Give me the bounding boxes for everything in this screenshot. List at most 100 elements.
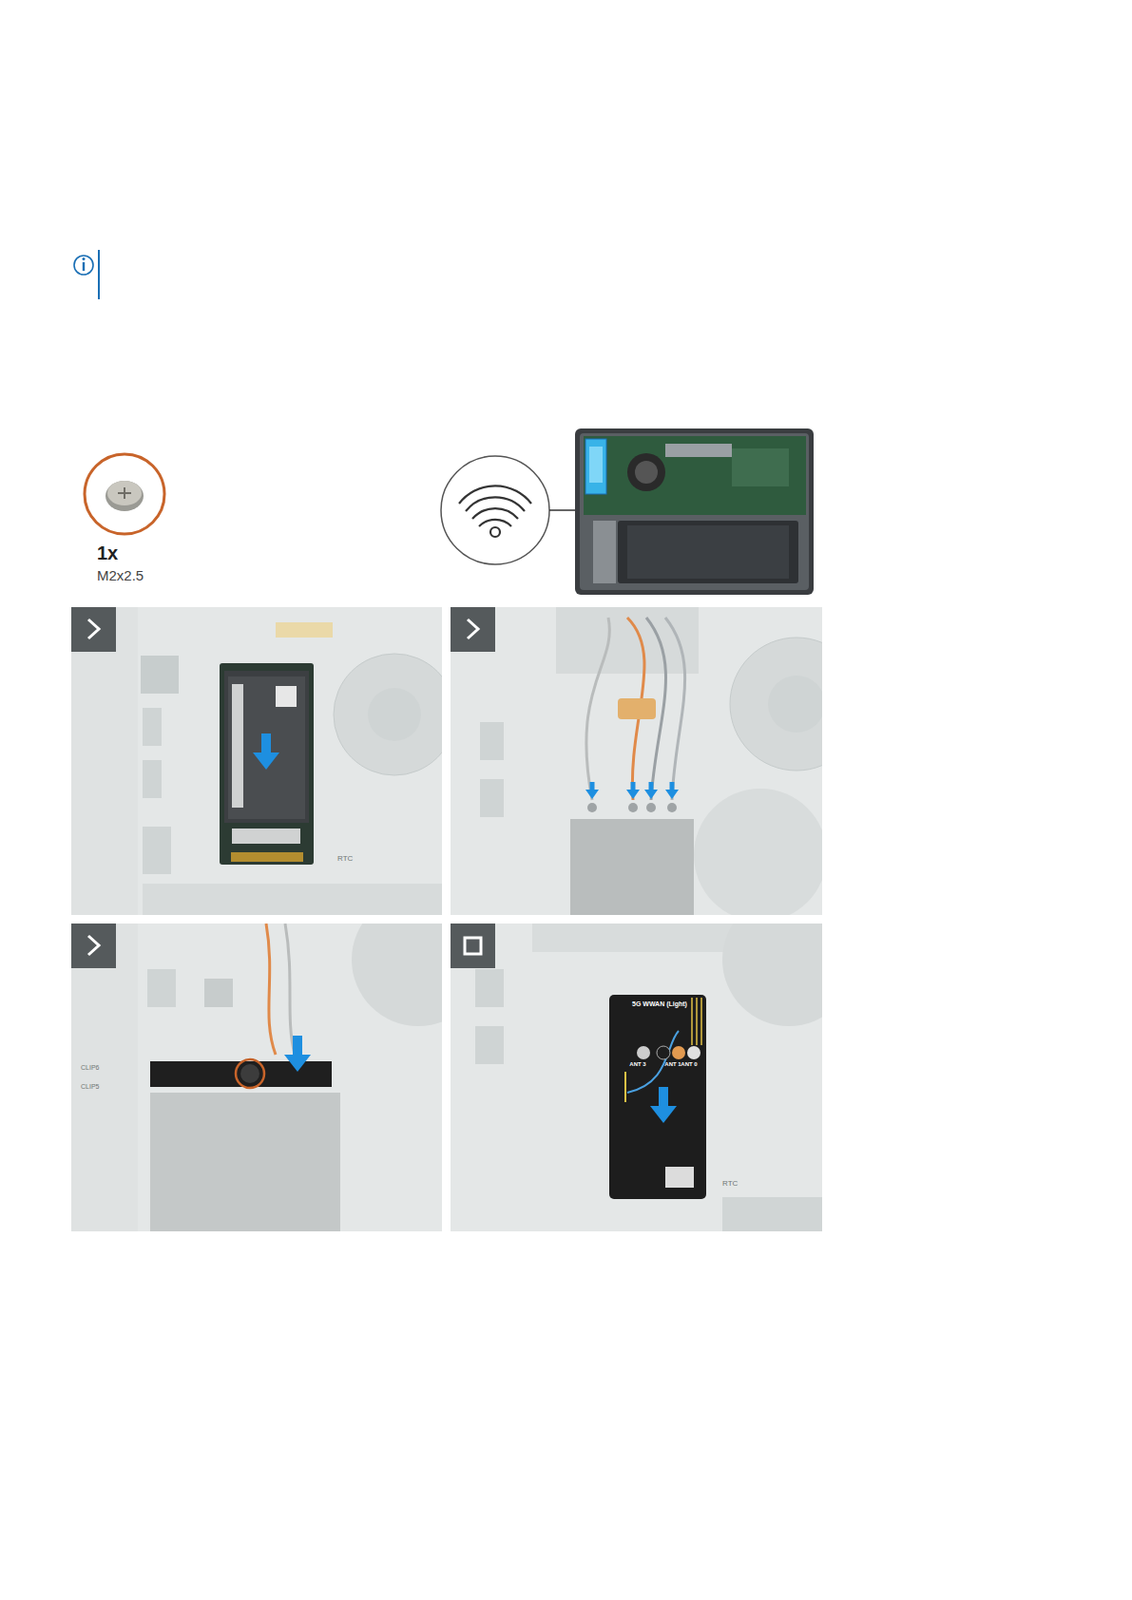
drawing-part — [333, 653, 442, 776]
drawing-part — [450, 923, 496, 969]
drawing-part — [464, 938, 481, 955]
drawing-part — [617, 698, 656, 720]
drawing-part — [88, 619, 99, 639]
drawing-part — [266, 923, 276, 1056]
drawing-part — [204, 978, 233, 1008]
drawing-part — [570, 819, 694, 916]
drawing-part — [105, 480, 144, 512]
drawing-part — [231, 828, 301, 845]
drawing-part — [693, 788, 823, 916]
drawing-part — [275, 622, 333, 638]
drawing-part — [142, 883, 442, 916]
step-panel — [450, 607, 823, 916]
drawing-part — [107, 480, 142, 506]
drawing-part — [646, 803, 656, 813]
drawing-part — [117, 487, 132, 499]
drawing-part — [589, 446, 603, 483]
board-label: RTC — [722, 1180, 738, 1190]
drawing-part — [228, 676, 306, 820]
step-panel — [71, 607, 442, 916]
card-label: 5G WWAN (Light) — [632, 1000, 688, 1009]
drawing-part — [71, 923, 116, 969]
drawing-part — [472, 508, 519, 519]
drawing-part — [351, 923, 442, 1027]
drawing-part — [71, 607, 116, 653]
drawing-part — [656, 1046, 671, 1060]
screw-icon — [84, 454, 165, 535]
drawing-part — [71, 923, 138, 1232]
laptop-base — [575, 428, 814, 595]
drawing-part — [71, 607, 138, 916]
step-panel — [71, 923, 442, 1232]
antenna-label: ANT 1 — [664, 1061, 682, 1069]
drawing-part — [82, 257, 86, 261]
drawing-part — [586, 617, 610, 801]
screw-size: M2x2.5 — [96, 568, 144, 585]
drawing-part — [583, 436, 806, 516]
note-icon — [74, 249, 99, 300]
drawing-part — [627, 525, 789, 579]
drawing-part — [628, 803, 638, 813]
drawing-part — [767, 675, 823, 733]
drawing-part — [575, 428, 814, 595]
drawing-part — [490, 527, 500, 538]
drawing-part — [74, 255, 94, 275]
drawing-part — [691, 997, 702, 1046]
drawing-part — [617, 520, 799, 584]
drawing-part — [479, 722, 504, 761]
drawing-part — [367, 688, 422, 742]
drawing-part — [579, 433, 809, 591]
board-label: CLIP6 — [80, 1064, 99, 1073]
drawing-part — [475, 1026, 504, 1065]
quantity: 1x — [96, 542, 118, 564]
board-label: RTC — [337, 855, 353, 864]
drawing-part — [142, 826, 172, 875]
drawing-part — [665, 782, 679, 800]
drawing-part — [722, 1197, 823, 1232]
antenna-label: ANT 3 — [629, 1061, 647, 1069]
drawing-part — [636, 1046, 651, 1060]
drawing-part — [624, 1072, 627, 1103]
drawing-part — [142, 708, 162, 747]
drawing-part — [142, 760, 162, 799]
drawing-part — [467, 619, 479, 639]
drawing-part — [224, 671, 309, 824]
drawing-part — [627, 453, 666, 492]
drawing-part — [667, 803, 677, 813]
drawing-part — [644, 782, 658, 800]
drawing-part — [609, 995, 707, 1200]
drawing-part — [687, 1046, 701, 1060]
drawing-part — [665, 617, 686, 801]
drawing-part — [275, 686, 297, 708]
drawing-part — [459, 485, 532, 504]
drawing-part — [441, 456, 550, 565]
drawing-part — [593, 520, 616, 584]
drawing-part — [665, 443, 732, 458]
drawing-part — [729, 637, 823, 771]
drawing-part — [585, 782, 599, 800]
antenna-label: ANT 0 — [680, 1061, 698, 1069]
drawing-part — [450, 607, 496, 653]
drawing-part — [147, 969, 176, 1008]
drawing-part — [84, 454, 165, 535]
drawing-part — [665, 1167, 694, 1189]
drawing-part — [252, 733, 280, 770]
drawing-part — [479, 779, 504, 818]
drawing-part — [479, 519, 512, 527]
drawing-part — [97, 249, 100, 300]
drawing-part — [284, 1036, 311, 1073]
drawing-part — [219, 663, 314, 865]
drawing-part — [731, 448, 789, 487]
board-label: CLIP5 — [80, 1083, 99, 1092]
step-marker — [71, 607, 496, 969]
drawing-part — [240, 1064, 260, 1084]
drawing-part — [230, 852, 304, 863]
drawing-part — [150, 1093, 341, 1232]
drawing-part — [626, 782, 640, 800]
drawing-part — [82, 262, 85, 271]
drawing-part — [475, 969, 504, 1008]
drawing-part — [650, 1087, 677, 1124]
